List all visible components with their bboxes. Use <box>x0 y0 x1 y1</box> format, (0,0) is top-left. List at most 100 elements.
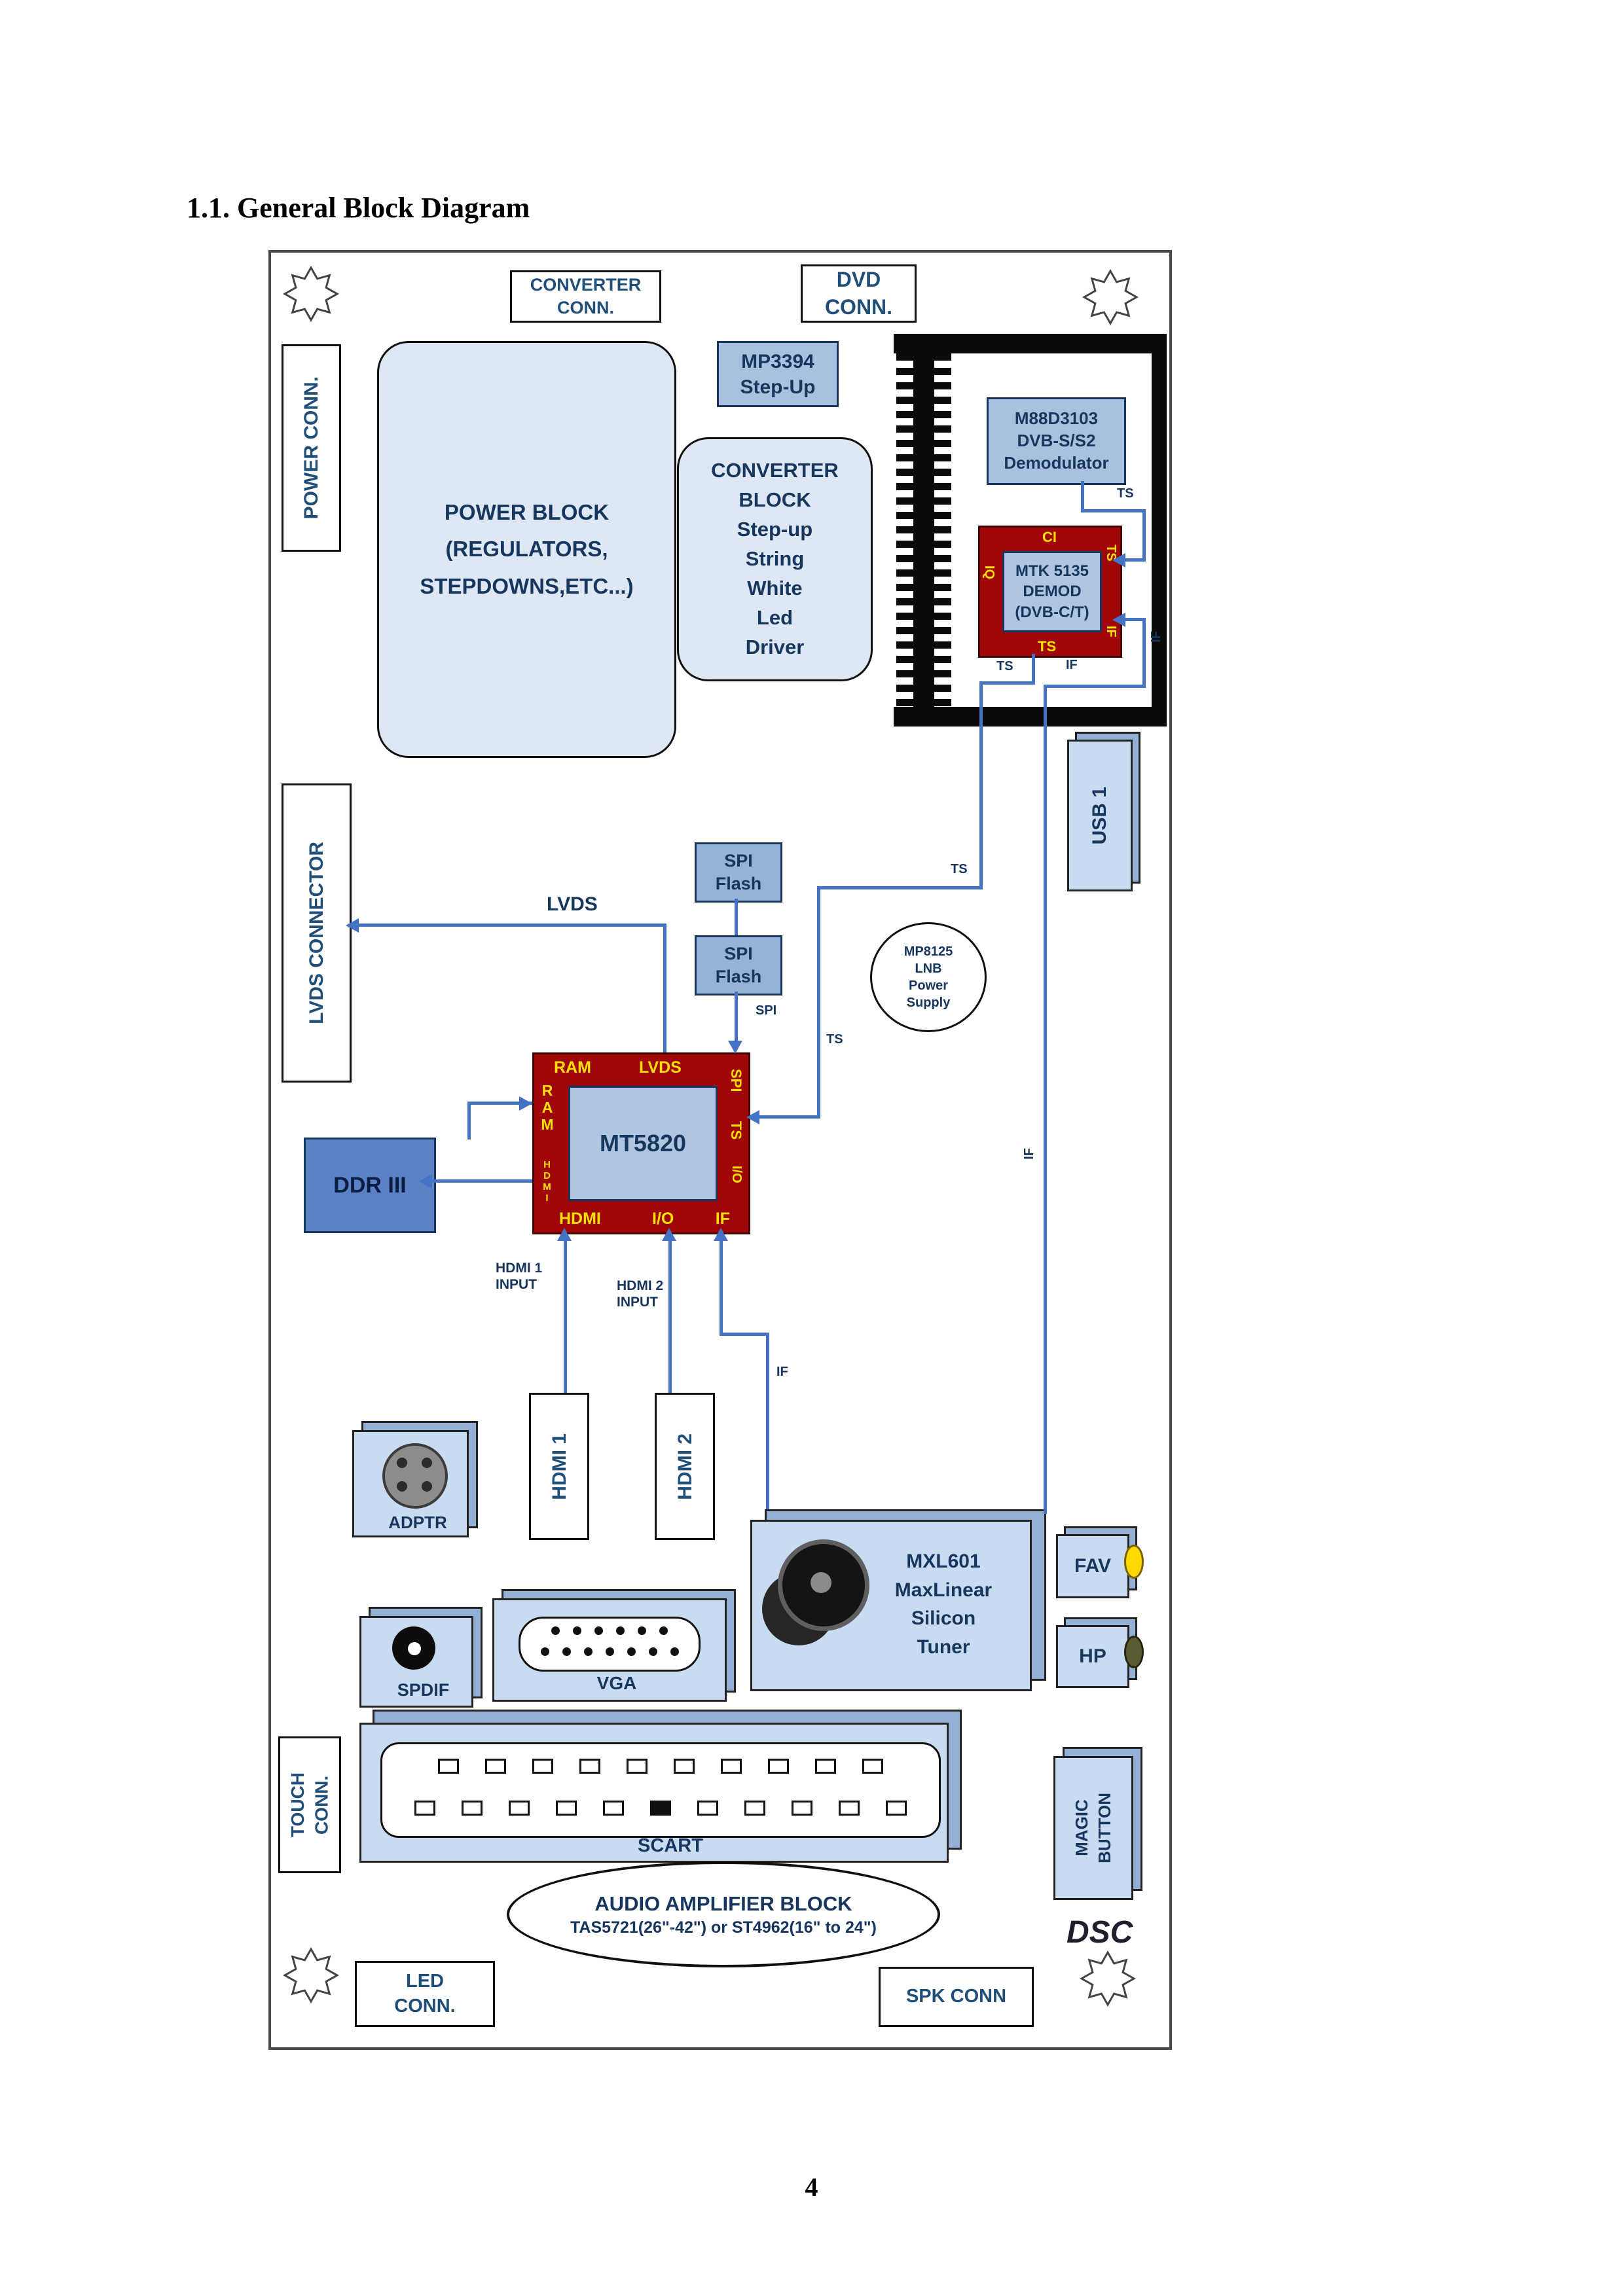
ts-arrowhead <box>746 1110 759 1124</box>
usb1-connector: USB 1 <box>1067 732 1152 895</box>
vga-pin-row <box>520 1647 699 1656</box>
converter-block-label: CONVERTER BLOCK Step-up String White Led… <box>711 459 839 658</box>
hdmi2-input-label: HDMI 2 INPUT <box>617 1278 664 1310</box>
hdmi2-arrowhead <box>662 1228 676 1241</box>
spi-flash-1-label: SPI Flash <box>715 850 762 893</box>
mt5820-pin-io-right: I/O <box>729 1166 744 1183</box>
lvds-connector-label: LVDS CONNECTOR <box>306 842 327 1024</box>
spi-flash-link-line <box>735 899 738 935</box>
scart-pin <box>579 1759 600 1774</box>
spi-flash-2-block: SPI Flash <box>695 935 782 996</box>
mt5820-core: MT5820 <box>568 1086 718 1201</box>
scart-pin <box>744 1801 765 1816</box>
scart-pin <box>792 1801 812 1816</box>
led-conn-block: LED CONN. <box>355 1961 495 2027</box>
magic-button-block: MAGIC BUTTON <box>1053 1747 1148 1904</box>
scart-pin <box>603 1801 624 1816</box>
vga-pin-hole <box>638 1626 646 1635</box>
mt5820-pin-hdmi-bottom: HDMI <box>559 1210 601 1228</box>
vga-pin-hole <box>551 1626 560 1635</box>
dvd-conn-block: DVD CONN. <box>801 264 917 323</box>
scart-pin <box>556 1801 577 1816</box>
vga-dsub-plate <box>519 1617 701 1672</box>
hdmi1-arrowhead <box>557 1228 572 1241</box>
magic-button-label: MAGIC BUTTON <box>1071 1793 1114 1863</box>
vga-pin-hole <box>670 1647 679 1656</box>
mtk5135-pin-ci: CI <box>1042 529 1057 545</box>
audio-amp-block: AUDIO AMPLIFIER BLOCK TAS5721(26"-42") o… <box>507 1861 940 1967</box>
ddr3-label: DDR III <box>333 1172 407 1198</box>
screw-star-icon <box>282 1946 340 2004</box>
dvd-conn-label: DVD CONN. <box>824 267 893 319</box>
if-bus-line <box>1044 685 1047 1514</box>
scart-label: SCART <box>638 1835 703 1856</box>
scart-pin <box>650 1801 671 1816</box>
vga-pin-hole <box>627 1647 636 1656</box>
converter-block: CONVERTER BLOCK Step-up String White Led… <box>677 437 873 681</box>
power-conn-label: POWER CONN. <box>301 376 322 520</box>
ddr-bus-line <box>432 1179 532 1183</box>
adapter-socket-icon <box>382 1443 448 1509</box>
spdif-connector: SPDIF <box>359 1607 487 1708</box>
mtk5135-pin-iq: IQ <box>982 565 996 580</box>
touch-conn-block: TOUCH CONN. <box>278 1736 341 1873</box>
scart-pin <box>462 1801 483 1816</box>
converter-conn-label: CONVERTER CONN. <box>530 274 642 317</box>
lvds-bus-line <box>359 924 666 927</box>
if-signal-label: IF <box>776 1365 788 1379</box>
scart-pin <box>721 1759 742 1774</box>
mp8125-block: MP8125 LNB Power Supply <box>870 922 987 1032</box>
if-tuner-line <box>720 1333 769 1336</box>
scart-pin <box>862 1759 883 1774</box>
spi-flash-2-label: SPI Flash <box>715 943 762 986</box>
hp-label: HP <box>1079 1645 1106 1667</box>
if-tuner-line <box>720 1240 723 1335</box>
ts-signal-label: TS <box>1117 486 1134 501</box>
led-conn-label: LED CONN. <box>394 1970 456 2017</box>
scart-pin <box>509 1801 530 1816</box>
hdmi1-label: HDMI 1 <box>548 1433 570 1500</box>
vga-pin-hole <box>583 1647 593 1656</box>
converter-conn-block: CONVERTER CONN. <box>510 270 661 323</box>
mtk5135-core: MTK 5135 DEMOD (DVB-C/T) <box>1002 551 1102 632</box>
fav-label: FAV <box>1074 1554 1112 1577</box>
scart-pin <box>886 1801 907 1816</box>
ts-bus-line <box>979 681 1035 685</box>
rf-connector-center <box>811 1572 831 1593</box>
mtk5135-chip: CI IQ TS IF TS MTK 5135 DEMOD (DVB-C/T) <box>978 526 1122 658</box>
ts-signal-label: TS <box>826 1032 843 1047</box>
if-tuner-arrowhead <box>714 1228 728 1241</box>
adapter-label: ADPTR <box>388 1513 447 1532</box>
spi-signal-label: SPI <box>756 1003 777 1018</box>
dsc-label: DSC <box>1067 1915 1133 1950</box>
dvd-ribbon-spine <box>913 353 934 707</box>
touch-conn-label: TOUCH CONN. <box>287 1772 331 1838</box>
ddr-bus-arrowhead <box>519 1096 532 1111</box>
mxl601-label: MXL601 MaxLinear Silicon Tuner <box>894 1551 993 1658</box>
scart-plate <box>380 1742 941 1838</box>
scart-pin <box>674 1759 695 1774</box>
lvds-signal-label: LVDS <box>547 893 598 915</box>
mt5820-pin-hdmi-left: HDMI <box>541 1159 553 1204</box>
adapter-connector: ADPTR <box>352 1421 483 1542</box>
power-block: POWER BLOCK (REGULATORS, STEPDOWNS,ETC..… <box>377 341 676 758</box>
hp-front: HP <box>1056 1625 1129 1688</box>
screw-star-icon <box>1082 268 1139 326</box>
spi-arrowhead <box>728 1041 742 1054</box>
scart-pin-row <box>382 1759 939 1774</box>
ts-signal-label: TS <box>996 659 1013 673</box>
section-heading: 1.1. General Block Diagram <box>187 192 530 224</box>
screw-star-icon <box>282 265 340 323</box>
power-block-label: POWER BLOCK (REGULATORS, STEPDOWNS,ETC..… <box>420 500 634 598</box>
usb1-label: USB 1 <box>1088 786 1110 845</box>
hdmi2-label: HDMI 2 <box>674 1433 696 1500</box>
mt5820-label: MT5820 <box>599 1129 687 1157</box>
hdmi1-signal-line <box>564 1240 567 1393</box>
ddr-bus-arrowhead <box>419 1174 432 1189</box>
scart-pin <box>815 1759 836 1774</box>
vga-pin-hole <box>659 1626 668 1635</box>
scart-pin <box>485 1759 506 1774</box>
if-bus-line <box>1142 619 1146 688</box>
if-bus-line <box>1046 685 1146 688</box>
dvd-frame-bottom <box>894 707 1167 726</box>
